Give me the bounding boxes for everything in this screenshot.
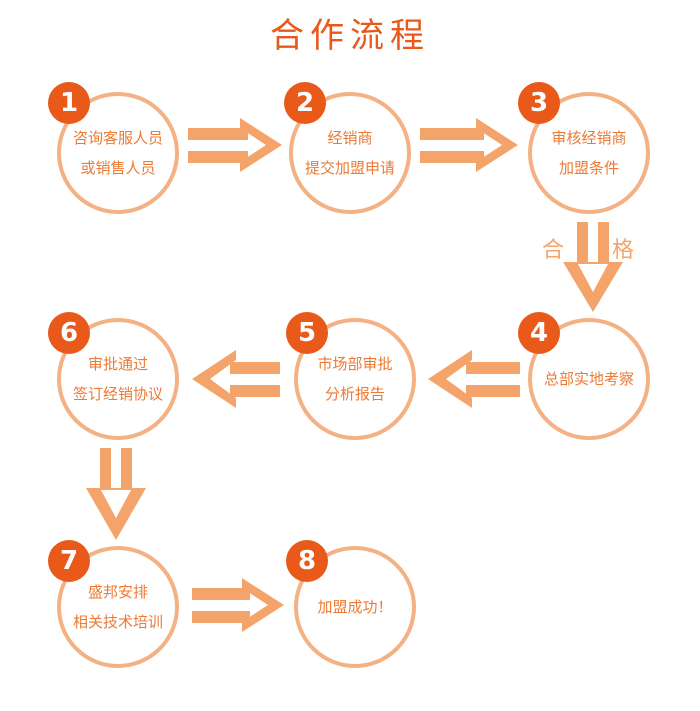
- arrow-right-7-to-8: [192, 578, 284, 632]
- step-4-line1: 总部实地考察: [543, 370, 634, 388]
- step-2-badge: 2: [284, 82, 326, 124]
- step-8-line1: 加盟成功！: [317, 598, 393, 616]
- step-1-badge: 1: [48, 82, 90, 124]
- step-5-line2: 分析报告: [324, 385, 385, 403]
- step-3-badge: 3: [518, 82, 560, 124]
- arrow-down-3-to-4: [563, 222, 623, 312]
- step-5-line1: 市场部审批: [317, 355, 393, 373]
- arrow-left-5-to-6: [192, 350, 280, 408]
- step-7-badge: 7: [48, 540, 90, 582]
- step-6-line1: 审批通过: [87, 355, 148, 373]
- step-2-line2: 提交加盟申请: [304, 159, 395, 177]
- arrow-left-4-to-5: [428, 350, 520, 408]
- step-3-line1: 审核经销商: [551, 129, 627, 147]
- step-6-line2: 签订经销协议: [72, 385, 163, 403]
- step-3-line2: 加盟条件: [558, 159, 619, 177]
- page-title: 合作流程: [270, 16, 430, 56]
- step-8-circle: 加盟成功！: [294, 546, 416, 668]
- step-4-badge: 4: [518, 312, 560, 354]
- step-7-line1: 盛邦安排: [87, 583, 148, 601]
- pass-label-left: 合: [542, 238, 565, 263]
- step-7-line2: 相关技术培训: [72, 613, 163, 631]
- step-8-badge: 8: [286, 540, 328, 582]
- arrow-down-6-to-7: [86, 448, 146, 540]
- step-1-line1: 咨询客服人员: [72, 129, 163, 147]
- arrow-right-2-to-3: [420, 118, 518, 172]
- step-2-line1: 经销商: [327, 129, 373, 147]
- step-1-line2: 或销售人员: [80, 159, 156, 177]
- step-5-badge: 5: [286, 312, 328, 354]
- pass-label-right: 格: [612, 238, 635, 263]
- arrow-right-1-to-2: [188, 118, 282, 172]
- step-2-circle: 经销商 提交加盟申请: [289, 92, 411, 214]
- step-6-badge: 6: [48, 312, 90, 354]
